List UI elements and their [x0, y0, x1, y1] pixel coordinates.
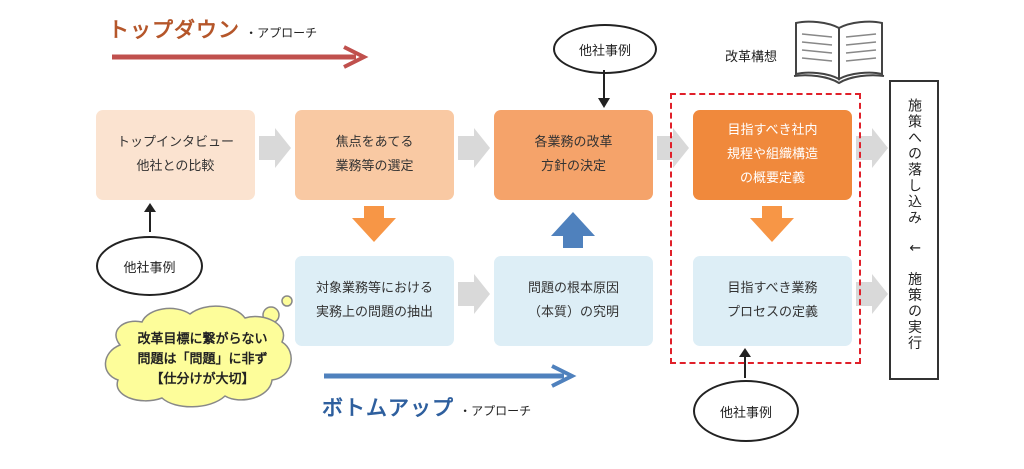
cloud-line-2: 問題は「問題」に非ず — [137, 352, 268, 367]
top-down-arrow — [112, 45, 369, 69]
cloud-line-1: 改革目標に繋がらない — [137, 332, 268, 347]
grey-arrow-5 — [458, 274, 490, 314]
oval-label: 他社事例 — [123, 260, 176, 276]
box-policy-decision: 各業務の改革 方針の決定 — [494, 110, 653, 200]
orange-down-arrow-1 — [352, 206, 396, 242]
top-down-suffix: ・アプローチ — [245, 26, 318, 40]
top-down-title: トップダウン ・アプローチ — [108, 14, 317, 44]
other-company-case-oval-bottom: 他社事例 — [693, 380, 799, 442]
top-down-label: トップダウン — [108, 18, 240, 42]
grey-arrow-6 — [856, 274, 888, 314]
box-policy-decision-label: 各業務の改革 方針の決定 — [534, 135, 613, 174]
box-target-rules: 目指すべき社内 規程や組織構造 の概要定義 — [693, 110, 852, 200]
cloud-line-3: 【仕分けが大切】 — [150, 372, 255, 387]
grey-arrow-2 — [458, 128, 490, 168]
box-root-cause-label: 問題の根本原因 （本質）の究明 — [527, 281, 619, 320]
policy-column-label: 施策への落し込み ↓ 施策の実行 — [906, 98, 922, 352]
grey-arrow-4 — [856, 128, 888, 168]
box-target-process-label: 目指すべき業務 プロセスの定義 — [726, 281, 818, 320]
policy-column: 施策への落し込み ↓ 施策の実行 — [889, 80, 939, 380]
open-book-icon — [793, 20, 885, 85]
box-target-process: 目指すべき業務 プロセスの定義 — [693, 256, 852, 346]
bottom-up-arrow — [324, 364, 577, 388]
down-arrow-small — [598, 70, 610, 108]
cloud-text: 改革目標に繋がらない 問題は「問題」に非ず 【仕分けが大切】 — [115, 330, 290, 390]
box-focus: 焦点をあてる 業務等の選定 — [295, 110, 454, 200]
oval-label: 他社事例 — [578, 43, 631, 59]
box-target-rules-label: 目指すべき社内 規程や組織構造 の概要定義 — [726, 123, 818, 186]
box-focus-label: 焦点をあてる 業務等の選定 — [335, 135, 414, 174]
thought-cloud — [104, 295, 293, 408]
other-company-case-oval-left: 他社事例 — [96, 236, 203, 296]
box-interview: トップインタビュー 他社との比較 — [96, 110, 255, 200]
bottom-up-title: ボトムアップ ・アプローチ — [322, 392, 531, 422]
bottom-up-suffix: ・アプローチ — [459, 404, 532, 418]
bottom-up-label: ボトムアップ — [322, 396, 454, 420]
grey-arrow-1 — [259, 128, 291, 168]
dashed-frame — [670, 93, 861, 364]
blue-up-arrow — [551, 212, 595, 248]
box-extract: 対象業務等における 実務上の問題の抽出 — [295, 256, 454, 346]
grey-arrow-3 — [657, 128, 689, 168]
orange-down-arrow-2 — [750, 206, 794, 242]
box-root-cause: 問題の根本原因 （本質）の究明 — [494, 256, 653, 346]
box-extract-label: 対象業務等における 実務上の問題の抽出 — [315, 281, 433, 320]
oval-label: 他社事例 — [719, 405, 772, 421]
book-label: 改革構想 — [725, 50, 778, 65]
box-interview-label: トップインタビュー 他社との比較 — [116, 135, 234, 174]
